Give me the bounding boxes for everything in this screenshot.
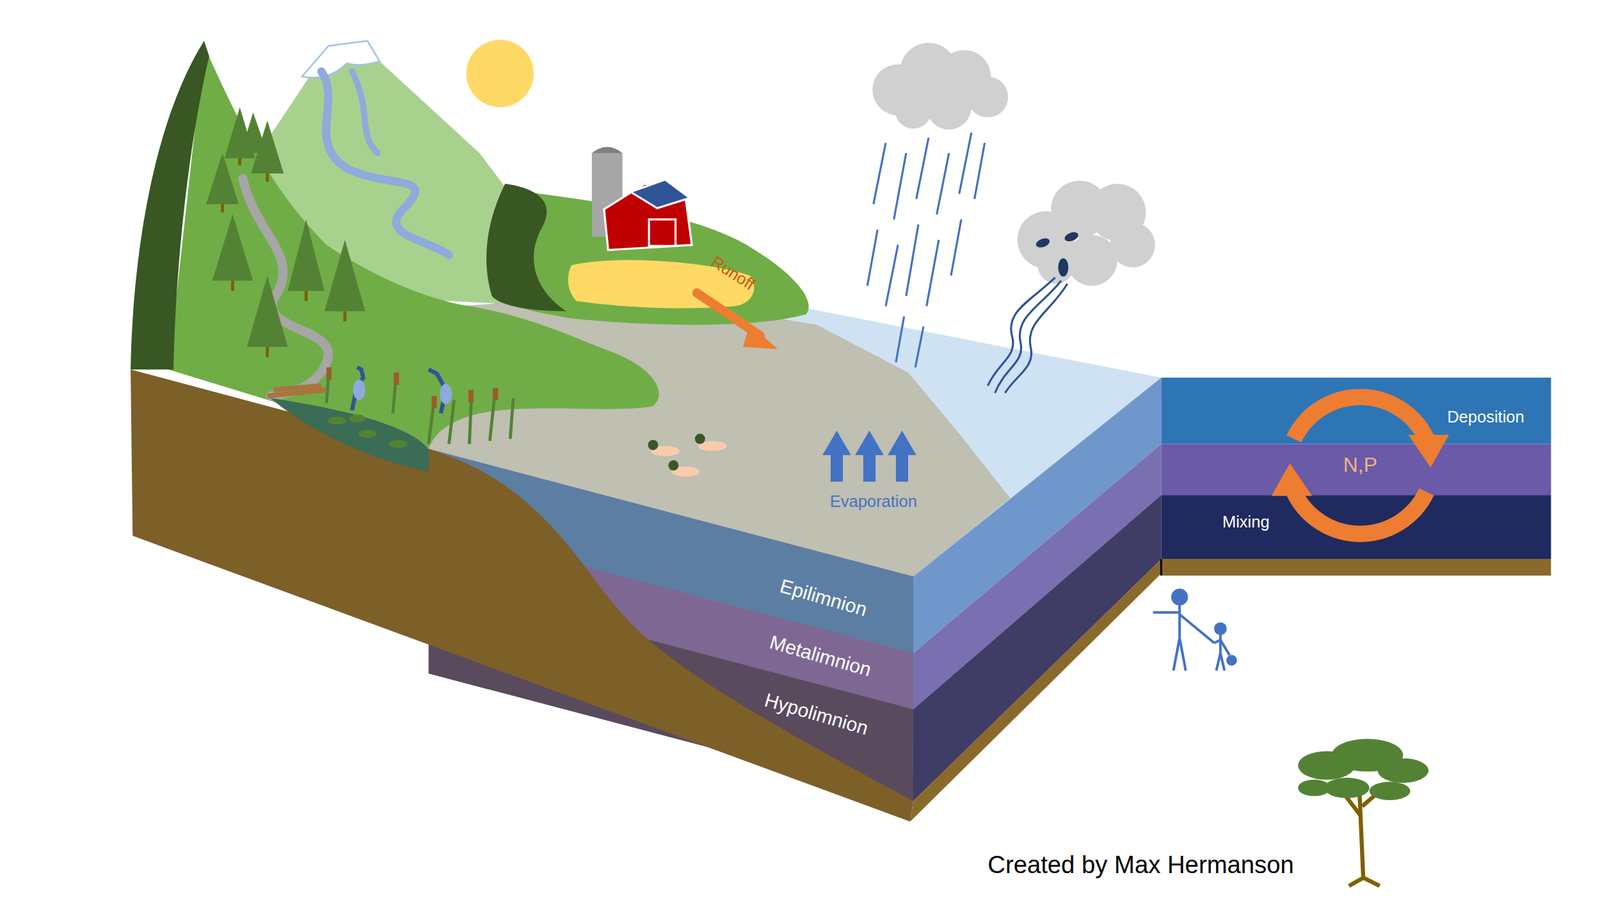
- runoff-arrowhead: [743, 324, 778, 349]
- process-label: Mixing: [1222, 513, 1270, 532]
- hypolimnion-side: [913, 494, 1161, 801]
- evaporation-arrows: [822, 430, 917, 482]
- tree: [1297, 738, 1429, 886]
- sun: [466, 39, 534, 107]
- wetland: [270, 398, 429, 472]
- lake-bed: [910, 559, 1161, 822]
- herons: [352, 367, 452, 414]
- lily-pads: [327, 414, 408, 448]
- cloud-eye: [1063, 230, 1080, 244]
- process-label: Deposition: [1447, 407, 1525, 427]
- wind-cloud: [1017, 180, 1156, 286]
- cloud-eye: [1034, 236, 1051, 250]
- tree-trunks: [222, 158, 345, 358]
- rain: [867, 132, 985, 368]
- panel-bed: [1160, 559, 1551, 576]
- hillside: [168, 46, 659, 450]
- snow-cap: [302, 40, 380, 79]
- river: [352, 71, 378, 154]
- cloud-mouth: [1057, 257, 1069, 277]
- conifer-trees: [206, 106, 366, 347]
- credit-caption: Created by Max Hermanson: [987, 849, 1295, 879]
- panel-band: [1160, 377, 1551, 445]
- panel-band: [1160, 444, 1551, 496]
- nutrient-cycle: [1271, 396, 1449, 534]
- barn-door: [648, 219, 676, 246]
- evaporation-label: Evaporation: [830, 492, 918, 512]
- panel-edge: [1160, 559, 1163, 576]
- people: [1153, 590, 1236, 671]
- wind-gust: [987, 277, 1067, 393]
- soil: [130, 369, 914, 822]
- logs: [267, 385, 327, 397]
- cliff: [130, 40, 210, 370]
- silo-top: [592, 147, 623, 154]
- stream: [242, 178, 329, 397]
- rain-cloud: [872, 42, 1008, 130]
- river: [321, 71, 449, 256]
- barn-roof: [630, 179, 690, 209]
- hedge: [486, 183, 567, 312]
- ducks: [647, 433, 727, 477]
- nutrient-label: N,P: [1343, 453, 1378, 478]
